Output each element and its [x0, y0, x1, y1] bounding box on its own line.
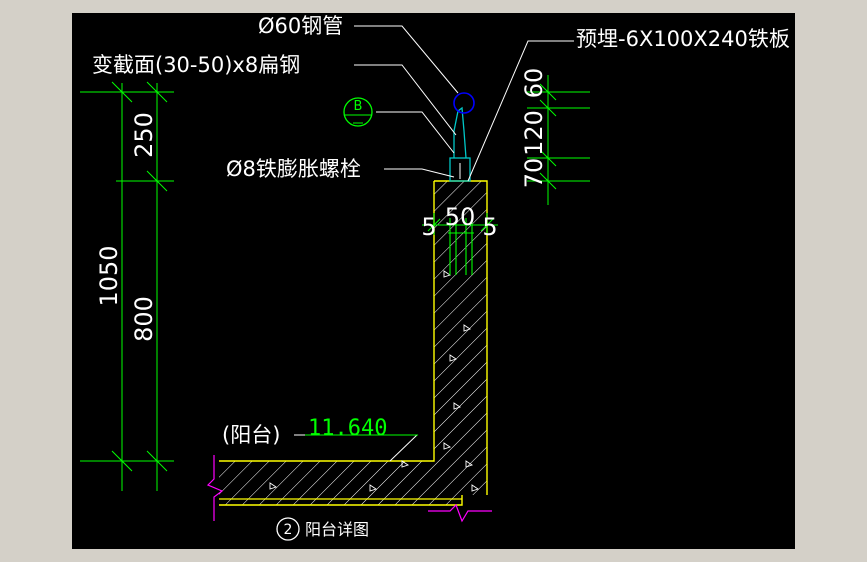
tick	[480, 218, 494, 232]
tick	[539, 83, 557, 101]
aggregate-mark	[465, 460, 474, 468]
embedded-plate	[449, 157, 471, 182]
aggregate-mark	[443, 270, 452, 278]
aggregate-mark	[471, 484, 480, 492]
tick	[146, 81, 168, 103]
left-break-line	[206, 455, 224, 521]
dim-text-60: 60	[520, 68, 548, 99]
section-mark-circle	[343, 97, 373, 127]
detail-number-circle	[276, 517, 300, 541]
tick	[111, 81, 133, 103]
aggregate-mark	[401, 460, 410, 468]
aggregate-mark	[463, 324, 472, 332]
dim-text-120: 120	[520, 110, 548, 156]
dim-text-5-left: 5	[421, 213, 436, 241]
tick	[539, 99, 557, 117]
concrete-hatch-fill	[219, 181, 487, 505]
tick	[539, 172, 557, 190]
flat-steel-bar	[453, 106, 467, 159]
balcony-detail-drawing: B Ø60钢管 变截面(30-50)x	[80, 14, 790, 541]
right-dimension-chain	[527, 75, 590, 205]
elevation-value: 11.640	[308, 416, 387, 441]
dim-text-1050: 1050	[95, 245, 123, 306]
bolt-leader	[384, 168, 455, 178]
section-mark-letter: B	[354, 99, 363, 114]
dim-text-70: 70	[520, 158, 548, 189]
railing-assembly	[449, 92, 475, 182]
wall-top-dimension	[422, 213, 498, 235]
bottom-break-line	[428, 503, 492, 523]
detail-title-text: 阳台详图	[305, 520, 369, 539]
section-mark-leader	[376, 111, 455, 154]
aggregate-mark	[269, 482, 278, 490]
tick	[146, 450, 168, 472]
balcony-label: (阳台)	[222, 423, 280, 447]
left-dimension-chain	[80, 81, 174, 491]
section-mark: B	[343, 97, 373, 127]
embedded-plate-leader	[467, 40, 574, 182]
steel-pipe-section	[453, 92, 475, 114]
flat-steel-label: 变截面(30-50)x8扁钢	[92, 53, 300, 77]
tick	[111, 450, 133, 472]
anchor-rebars	[448, 218, 474, 275]
dim-text-800: 800	[130, 296, 158, 342]
detail-title: 2 阳台详图	[276, 517, 369, 541]
tick	[146, 170, 168, 192]
dim-text-50: 50	[445, 203, 476, 231]
aggregate-mark	[449, 354, 458, 362]
aggregate-mark	[369, 484, 378, 492]
aggregate-mark	[453, 402, 462, 410]
cad-viewport[interactable]: B Ø60钢管 变截面(30-50)x	[72, 13, 795, 549]
tick	[539, 149, 557, 167]
steel-pipe-label: Ø60钢管	[258, 14, 343, 38]
pipe-leader	[354, 25, 459, 94]
dim-text-5-right: 5	[482, 213, 497, 241]
detail-number: 2	[284, 522, 293, 538]
bolt-label: Ø8铁膨胀螺栓	[226, 157, 361, 181]
concrete-aggregate-marks	[269, 270, 480, 492]
aggregate-mark	[443, 442, 452, 450]
dim-text-250: 250	[130, 112, 158, 158]
break-lines	[206, 455, 492, 523]
tick	[427, 218, 441, 232]
embedded-plate-label: 预埋-6X100X240铁板	[576, 27, 790, 51]
flat-steel-leader	[354, 64, 457, 136]
